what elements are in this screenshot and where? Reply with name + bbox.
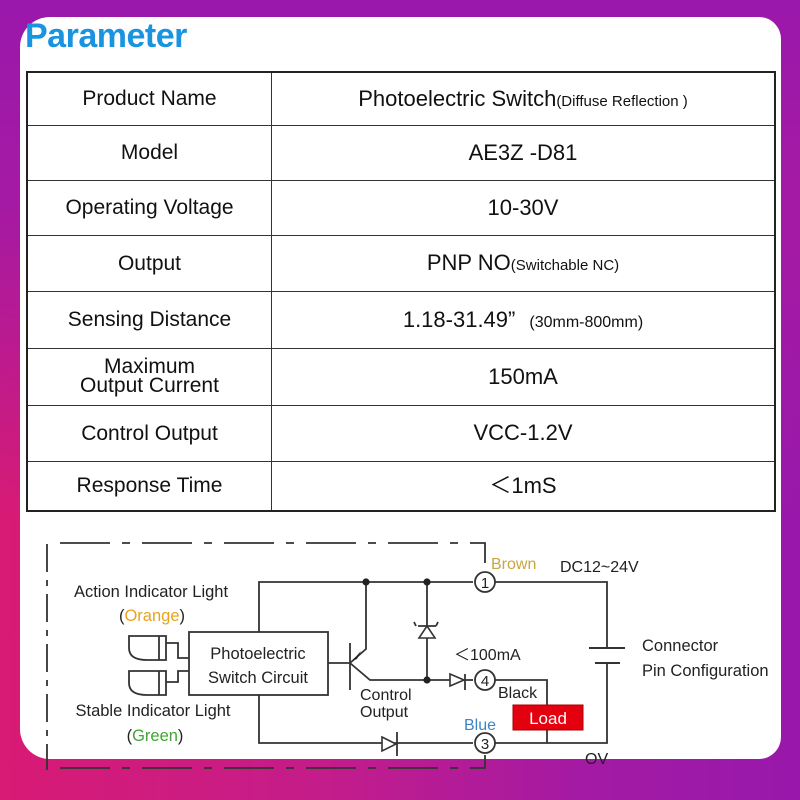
- param-key-line2: Output Current: [80, 374, 219, 398]
- blue-wire-label: Blue: [464, 717, 496, 734]
- table-row: Operating Voltage 10-30V: [26, 179, 776, 236]
- control-output-line1: Control: [360, 687, 412, 704]
- junction-dot: [362, 578, 370, 586]
- return-diode-icon: [381, 735, 398, 753]
- paren: (: [119, 607, 125, 625]
- wire-supply-positive: [495, 581, 608, 648]
- table-row: Model AE3Z -D81: [26, 124, 776, 181]
- brown-wire-label: Brown: [491, 556, 536, 573]
- param-value-main: PNP NO: [426, 250, 511, 275]
- load-label: Load: [529, 709, 567, 728]
- param-key: Control Output: [26, 404, 272, 462]
- param-value-note: (Switchable NC): [510, 257, 620, 274]
- paren: (: [127, 727, 133, 745]
- action-led-icon: [128, 635, 167, 661]
- junction-dot: [423, 676, 431, 684]
- connector-label-line2: Pin Configuration: [642, 662, 769, 680]
- supply-voltage-label: DC12~24V: [560, 559, 639, 576]
- control-output-line2: Output: [360, 704, 409, 721]
- wire-to-load: [495, 679, 548, 708]
- wire-action-led: [166, 642, 189, 659]
- wire-top-rail: [258, 581, 473, 642]
- wire-bottom-rail: [258, 694, 473, 744]
- param-value: 1.18-31.49” (30mm-800mm): [271, 290, 776, 349]
- boundary-top: [60, 542, 486, 563]
- table-row: Response Time ＜1mS: [26, 460, 776, 512]
- action-light-label: Action Indicator Light: [74, 583, 229, 601]
- param-value: PNP NO(Switchable NC): [271, 234, 776, 292]
- pin-1-label: 1: [481, 575, 489, 592]
- wire-supply-ground: [495, 663, 608, 744]
- load-box: [512, 704, 584, 731]
- table-row: Control Output VCC-1.2V: [26, 404, 776, 462]
- stable-led-icon: [128, 670, 167, 696]
- param-key: Operating Voltage: [26, 179, 272, 236]
- param-key-line1: Maximum: [103, 354, 195, 378]
- param-value: AE3Z -D81: [271, 124, 776, 181]
- black-wire-label: Black: [498, 685, 538, 702]
- circuit-label-line2: Switch Circuit: [208, 669, 308, 687]
- wire-stable-led: [166, 670, 189, 683]
- action-light-color: (Orange): [119, 607, 185, 625]
- stable-light-label: Stable Indicator Light: [75, 702, 230, 720]
- junction-dot: [423, 578, 431, 586]
- param-value-main: Photoelectric Switch: [358, 85, 557, 111]
- circuit-label-line1: Photoelectric: [210, 645, 305, 663]
- param-value-note: (Diffuse Reflection ): [556, 92, 688, 110]
- current-limit-label: ＜100mA: [454, 647, 521, 664]
- boundary-bottom: [60, 755, 486, 769]
- transistor-arrow-icon: [352, 651, 361, 661]
- transistor-collector: [349, 662, 455, 681]
- param-key: Response Time: [26, 460, 272, 512]
- param-value: Photoelectric Switch(Diffuse Reflection …: [271, 71, 776, 126]
- param-key: Output: [26, 234, 272, 292]
- green-label: Green: [132, 727, 178, 745]
- page-title: Parameter: [25, 17, 187, 55]
- pin-3-label: 3: [481, 736, 489, 753]
- parameter-table: Product Name Photoelectric Switch(Diffus…: [26, 71, 776, 512]
- param-value-main: 1.18-31.49”: [402, 306, 516, 332]
- zener-diode-icon: [417, 624, 437, 639]
- param-value-note: (30mm-800mm): [529, 313, 644, 331]
- param-value: 150mA: [271, 347, 776, 406]
- pin-4-label: 4: [481, 673, 489, 690]
- zener-bar: [413, 621, 439, 627]
- orange-label: Orange: [124, 607, 179, 625]
- table-row: Sensing Distance 1.18-31.49” (30mm-800mm): [26, 290, 776, 349]
- param-value: VCC-1.2V: [271, 404, 776, 462]
- param-key: Sensing Distance: [26, 290, 272, 349]
- stable-light-color: (Green): [127, 727, 184, 745]
- paren: ): [180, 607, 186, 625]
- table-row: Output PNP NO(Switchable NC): [26, 234, 776, 292]
- ground-label: OV: [585, 751, 608, 768]
- transistor-emitter: [349, 582, 367, 664]
- output-diode-icon: [449, 672, 467, 688]
- param-value: 10-30V: [271, 179, 776, 236]
- param-value: ＜1mS: [271, 460, 776, 512]
- connector-label-line1: Connector: [642, 637, 719, 655]
- paren: ): [178, 727, 184, 745]
